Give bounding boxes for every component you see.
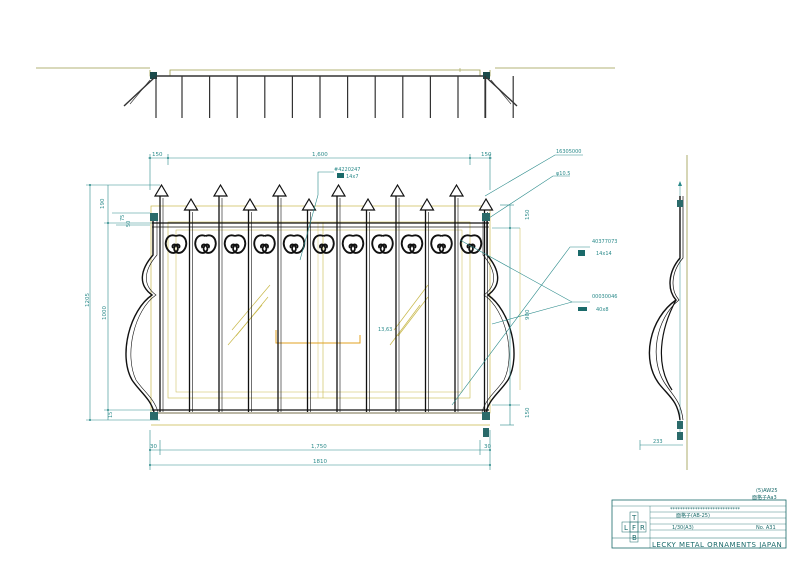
dim-top-height: 190 xyxy=(100,198,106,209)
dim-bottom-span: 1,750 xyxy=(311,444,327,450)
baluster xyxy=(212,183,229,412)
dim-mid-height: 1000 xyxy=(102,306,108,320)
letter-f: F xyxy=(632,524,636,532)
letter-r: R xyxy=(640,524,645,532)
dim-right-top: 150 xyxy=(525,209,531,220)
glass-note: 13,63 xyxy=(378,327,392,333)
baluster xyxy=(419,197,435,412)
baluster xyxy=(153,183,170,412)
scroll-ornaments xyxy=(164,234,483,254)
dim-top-center: 1,600 xyxy=(312,152,328,158)
callout-bar-size: 14x14 xyxy=(596,251,612,257)
letter-l: L xyxy=(624,524,628,532)
baluster xyxy=(389,183,406,412)
scroll xyxy=(164,234,188,254)
dimension-ticks xyxy=(89,157,511,466)
scroll xyxy=(341,234,365,254)
dim-overall-height: 1205 xyxy=(85,293,91,307)
sheet-code: (5)AW25 xyxy=(756,488,778,494)
dimension-lines xyxy=(86,154,520,470)
title-block xyxy=(611,499,787,549)
dim-right-mid: 900 xyxy=(525,309,531,320)
dim-bottom-left: 30 xyxy=(150,444,157,450)
dim-small-a: 75 xyxy=(120,215,126,221)
title-row-1: **************************** xyxy=(670,507,741,513)
title-row-3: 1/30(A3) xyxy=(672,525,694,531)
title-row-2: 面格子(AB-25) xyxy=(676,512,710,519)
baluster xyxy=(183,197,199,412)
callout-scroll-size: 14x7 xyxy=(346,174,359,180)
scroll xyxy=(312,234,335,254)
scroll xyxy=(194,234,217,254)
callout-frame-code: 00030046 xyxy=(592,294,617,300)
title-row-3-right: No. A31 xyxy=(756,525,776,531)
baluster xyxy=(330,183,347,412)
plan-view xyxy=(36,67,615,118)
callout-leaders xyxy=(299,154,590,406)
scroll xyxy=(430,234,453,254)
front-bars xyxy=(153,183,494,412)
callout-finial-code: 16305000 xyxy=(556,149,581,155)
dim-right-bottom: 150 xyxy=(525,407,531,418)
callout-bar-code: 40377073 xyxy=(592,239,617,245)
side-view xyxy=(639,155,688,470)
scroll xyxy=(282,234,306,254)
dim-small-b: 50 xyxy=(126,221,132,227)
scroll xyxy=(253,234,276,254)
baluster xyxy=(478,197,494,412)
scroll xyxy=(400,234,424,254)
scroll xyxy=(371,234,394,254)
dim-top-left: 150 xyxy=(152,152,163,158)
dim-top-right: 150 xyxy=(481,152,492,158)
glass-hatch xyxy=(227,284,429,346)
letter-t: T xyxy=(631,514,637,522)
baluster xyxy=(242,197,258,412)
callout-rod-spec: φ10.5 xyxy=(556,171,570,177)
dim-side-depth: 233 xyxy=(653,439,663,445)
sheet-title: 面格子Aa3 xyxy=(752,494,777,501)
dim-bottom-right: 30 xyxy=(484,444,491,450)
scroll xyxy=(223,234,247,254)
plan-bars xyxy=(155,76,514,118)
callout-scroll-code: #4220247 xyxy=(334,167,360,173)
dim-bottom-small: 15 xyxy=(108,412,114,418)
company-name: LECKY METAL ORNAMENTS JAPAN xyxy=(652,541,782,549)
front-elevation xyxy=(125,183,521,437)
letter-b: B xyxy=(632,534,637,542)
baluster xyxy=(301,197,317,412)
callout-frame-size: 40x8 xyxy=(596,307,609,313)
dim-overall-width: 1810 xyxy=(313,459,327,465)
baluster xyxy=(360,197,376,412)
baluster xyxy=(271,183,288,412)
baluster xyxy=(448,183,465,412)
